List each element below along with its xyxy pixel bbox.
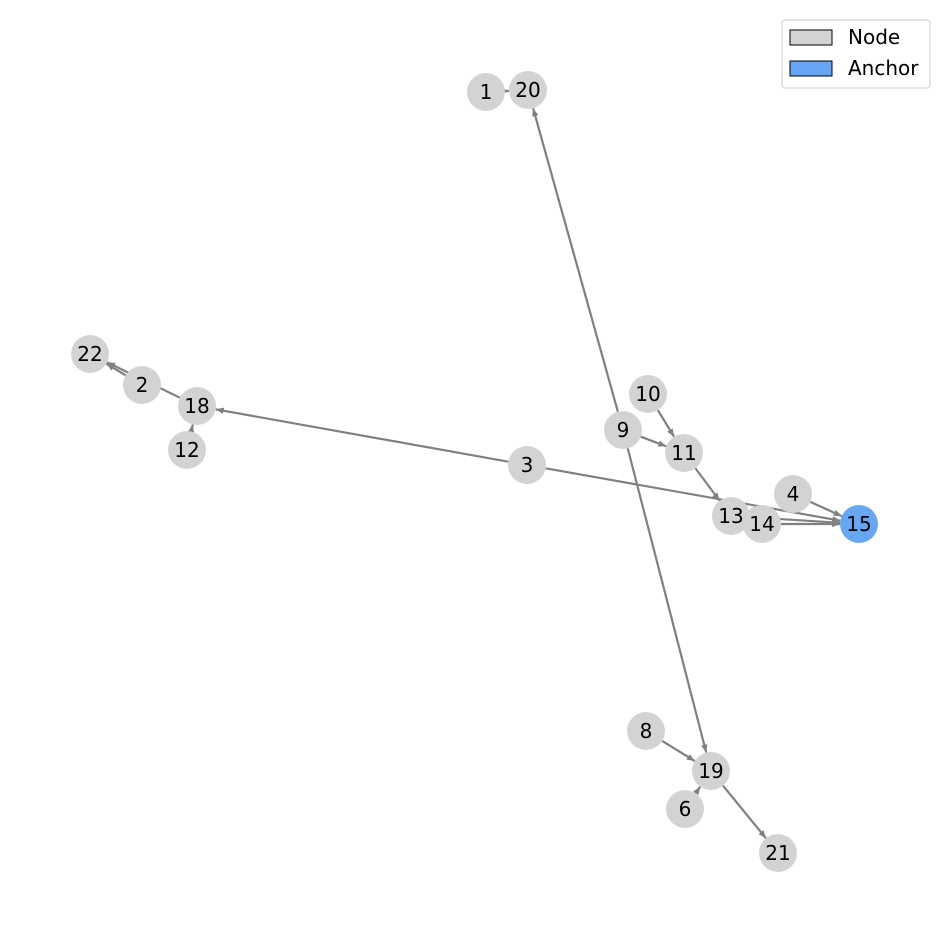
graph-node-1: 1 <box>467 73 505 111</box>
graph-node-22: 22 <box>71 335 109 373</box>
graph-node-19: 19 <box>692 752 730 790</box>
legend-label-anchor: Anchor <box>848 56 919 80</box>
graph-node-14: 14 <box>743 505 781 543</box>
node-label-2: 2 <box>136 373 149 397</box>
node-label-10: 10 <box>635 382 660 406</box>
node-label-6: 6 <box>679 797 692 821</box>
node-label-12: 12 <box>174 438 199 462</box>
edges <box>105 88 843 839</box>
graph-node-10: 10 <box>629 375 667 413</box>
graph-node-3: 3 <box>508 446 546 484</box>
node-circle-8 <box>627 712 665 750</box>
graph-node-18: 18 <box>178 387 216 425</box>
node-label-1: 1 <box>480 80 493 104</box>
node-circle-21 <box>759 834 797 872</box>
node-circle-4 <box>774 475 812 513</box>
node-circle-22 <box>71 335 109 373</box>
graph-node-9: 9 <box>604 411 642 449</box>
edge-6-to-19 <box>693 786 702 796</box>
graph-node-12: 12 <box>168 431 206 469</box>
node-label-20: 20 <box>515 78 540 102</box>
node-label-21: 21 <box>765 841 790 865</box>
graph-node-6: 6 <box>666 790 704 828</box>
edge-9-to-11 <box>640 435 667 448</box>
legend-swatch-node <box>789 29 833 46</box>
node-label-9: 9 <box>617 418 630 442</box>
node-circle-19 <box>692 752 730 790</box>
node-circle-3 <box>508 446 546 484</box>
node-label-11: 11 <box>671 441 696 465</box>
node-label-3: 3 <box>521 453 534 477</box>
edge-9-to-20 <box>532 108 619 412</box>
anchor-circle-15 <box>840 505 878 543</box>
edge-8-to-19 <box>661 740 696 762</box>
node-label-18: 18 <box>184 394 209 418</box>
edge-3-to-18 <box>215 407 509 463</box>
node-circle-12 <box>168 431 206 469</box>
node-circle-14 <box>743 505 781 543</box>
edge-9-to-19 <box>626 448 708 753</box>
node-label-19: 19 <box>698 759 723 783</box>
node-circle-20 <box>509 71 547 109</box>
node-label-8: 8 <box>640 719 653 743</box>
edge-4-to-15 <box>809 500 843 518</box>
graph-node-20: 20 <box>509 71 547 109</box>
edge-10-to-11 <box>656 409 676 438</box>
edge-19-to-21 <box>722 785 767 839</box>
edge-11-to-13 <box>694 467 721 502</box>
node-label-14: 14 <box>749 512 774 536</box>
node-label-4: 4 <box>787 482 800 506</box>
graph-node-8: 8 <box>627 712 665 750</box>
node-circle-10 <box>629 375 667 413</box>
node-circle-1 <box>467 73 505 111</box>
graph-node-11: 11 <box>665 434 703 472</box>
graph-node-4: 4 <box>774 475 812 513</box>
legend-swatch-anchor <box>789 60 833 77</box>
node-circle-9 <box>604 411 642 449</box>
node-circle-2 <box>123 366 161 404</box>
legend-label-node: Node <box>848 25 900 49</box>
node-circle-18 <box>178 387 216 425</box>
edge-12-to-18 <box>187 424 195 434</box>
node-label-22: 22 <box>77 342 102 366</box>
node-label-13: 13 <box>718 504 743 528</box>
node-label-15: 15 <box>846 512 871 536</box>
node-circle-6 <box>666 790 704 828</box>
graph-node-15: 15 <box>840 505 878 543</box>
node-circle-11 <box>665 434 703 472</box>
graph-node-2: 2 <box>123 366 161 404</box>
graph-node-13: 13 <box>712 497 750 535</box>
legend: Node Anchor <box>781 19 931 89</box>
graph-node-21: 21 <box>759 834 797 872</box>
node-circle-13 <box>712 497 750 535</box>
